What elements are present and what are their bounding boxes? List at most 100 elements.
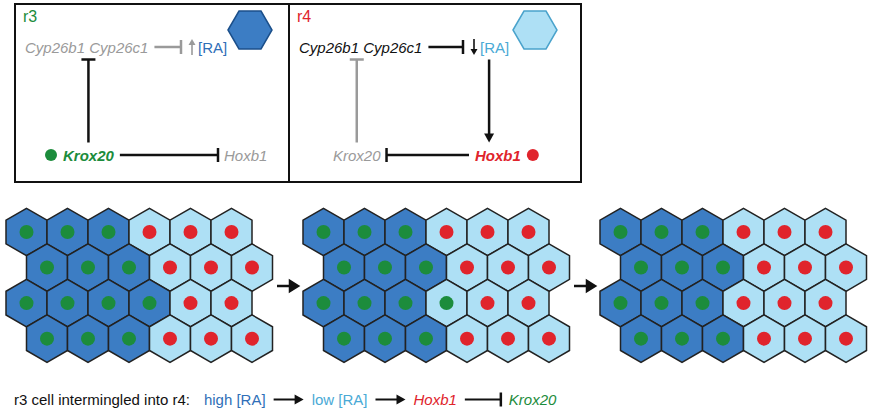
cell-nucleus (204, 332, 218, 346)
cell-nucleus (81, 332, 95, 346)
gene-node: Hoxb1 (472, 146, 524, 165)
cell-nucleus (419, 332, 433, 346)
cell-nucleus (317, 225, 331, 239)
cell-hexagon (488, 315, 529, 362)
cell-nucleus (399, 296, 413, 310)
cell-nucleus (122, 261, 136, 275)
cell-nucleus (225, 296, 239, 310)
cell-nucleus (614, 225, 628, 239)
inhibition-bar (81, 58, 95, 61)
inhibition-bar (180, 40, 183, 54)
cell-nucleus (358, 225, 372, 239)
region-label: r3 (23, 8, 37, 26)
cell-nucleus (839, 261, 853, 275)
cell-hexagon (621, 315, 662, 362)
cell-nucleus (122, 332, 136, 346)
cell-nucleus (184, 225, 198, 239)
cell-nucleus (675, 261, 689, 275)
cell-dot (45, 149, 57, 161)
cell-nucleus (696, 225, 710, 239)
cell-nucleus (757, 261, 771, 275)
cell-nucleus (798, 332, 812, 346)
cell-nucleus (460, 332, 474, 346)
cell-nucleus (399, 225, 413, 239)
cell-nucleus (696, 296, 710, 310)
inhibition-bar (217, 148, 220, 162)
cell-hexagon (324, 315, 365, 362)
cell-nucleus (522, 296, 536, 310)
cell-nucleus (819, 225, 833, 239)
cell-hexagon (68, 315, 109, 362)
cell-nucleus (204, 261, 218, 275)
regulation-connector (81, 60, 95, 143)
cell-hexagon (744, 315, 785, 362)
regulation-connector (120, 148, 218, 162)
cell-nucleus (716, 261, 730, 275)
caption-arrow (274, 399, 296, 401)
gene-label: Cyp26b1 Cyp26c1 (25, 39, 148, 56)
cell-nucleus (481, 296, 495, 310)
caption-arrow (375, 399, 397, 401)
caption-arrow (465, 399, 501, 401)
cell-nucleus (20, 296, 34, 310)
cell-nucleus (460, 261, 474, 275)
region-label: r4 (297, 8, 311, 26)
cell-nucleus (102, 296, 116, 310)
cell-hexagon (109, 315, 150, 362)
gene-label: [RA] (198, 39, 227, 56)
cell-nucleus (419, 261, 433, 275)
connector-line (428, 46, 463, 49)
cell-nucleus (317, 296, 331, 310)
cell-nucleus (143, 296, 157, 310)
cell-nucleus (163, 332, 177, 346)
cell-hexagon (447, 315, 488, 362)
cell-nucleus (839, 332, 853, 346)
cell-nucleus (40, 261, 54, 275)
cell-nucleus (737, 225, 751, 239)
cell-nucleus (634, 332, 648, 346)
arrow-head (484, 134, 494, 143)
level-arrow (471, 49, 478, 55)
caption-text: r3 cell intermingled into r4: (14, 391, 190, 408)
rhombomere-box: r3Cyp26b1 Cyp26c1 [RA] Krox20 Hoxb1 (14, 3, 290, 183)
cell-nucleus (501, 332, 515, 346)
connector-line (87, 60, 90, 143)
inhibition-bar (462, 40, 465, 54)
connector-line (488, 60, 491, 135)
cell-nucleus (798, 261, 812, 275)
cell-hexagon (529, 315, 570, 362)
cell-hexagon (191, 315, 232, 362)
cell-nucleus (542, 261, 556, 275)
cell-hexagon (232, 315, 273, 362)
gene-label: Krox20 (63, 147, 114, 164)
cell-nucleus (675, 332, 689, 346)
gene-node: Cyp26b1 Cyp26c1 (22, 38, 151, 57)
cell-nucleus (225, 225, 239, 239)
cell-nucleus (522, 225, 536, 239)
cell-nucleus (40, 332, 54, 346)
gene-node: Hoxb1 (221, 146, 270, 165)
cell-hexagon (406, 315, 447, 362)
step-arrow (277, 281, 595, 291)
cell-nucleus (440, 225, 454, 239)
cell-nucleus (440, 296, 454, 310)
cell-nucleus (655, 225, 669, 239)
level-arrow (189, 39, 196, 45)
cell-nucleus (81, 261, 95, 275)
cell-nucleus (245, 332, 259, 346)
cell-nucleus (655, 296, 669, 310)
cell-nucleus (778, 296, 792, 310)
caption-term: Hoxb1 (413, 391, 456, 408)
cell-nucleus (378, 332, 392, 346)
cell-nucleus (501, 261, 515, 275)
r3-hexagon (228, 11, 272, 49)
cell-hexagon (826, 315, 867, 362)
regulation-connector (484, 60, 494, 143)
cell-hexagon (27, 315, 68, 362)
regulation-connector (428, 40, 463, 54)
decorations (45, 39, 539, 161)
cell-nucleus (184, 296, 198, 310)
gene-node: Krox20 (60, 146, 117, 165)
arrow-head (396, 395, 405, 405)
